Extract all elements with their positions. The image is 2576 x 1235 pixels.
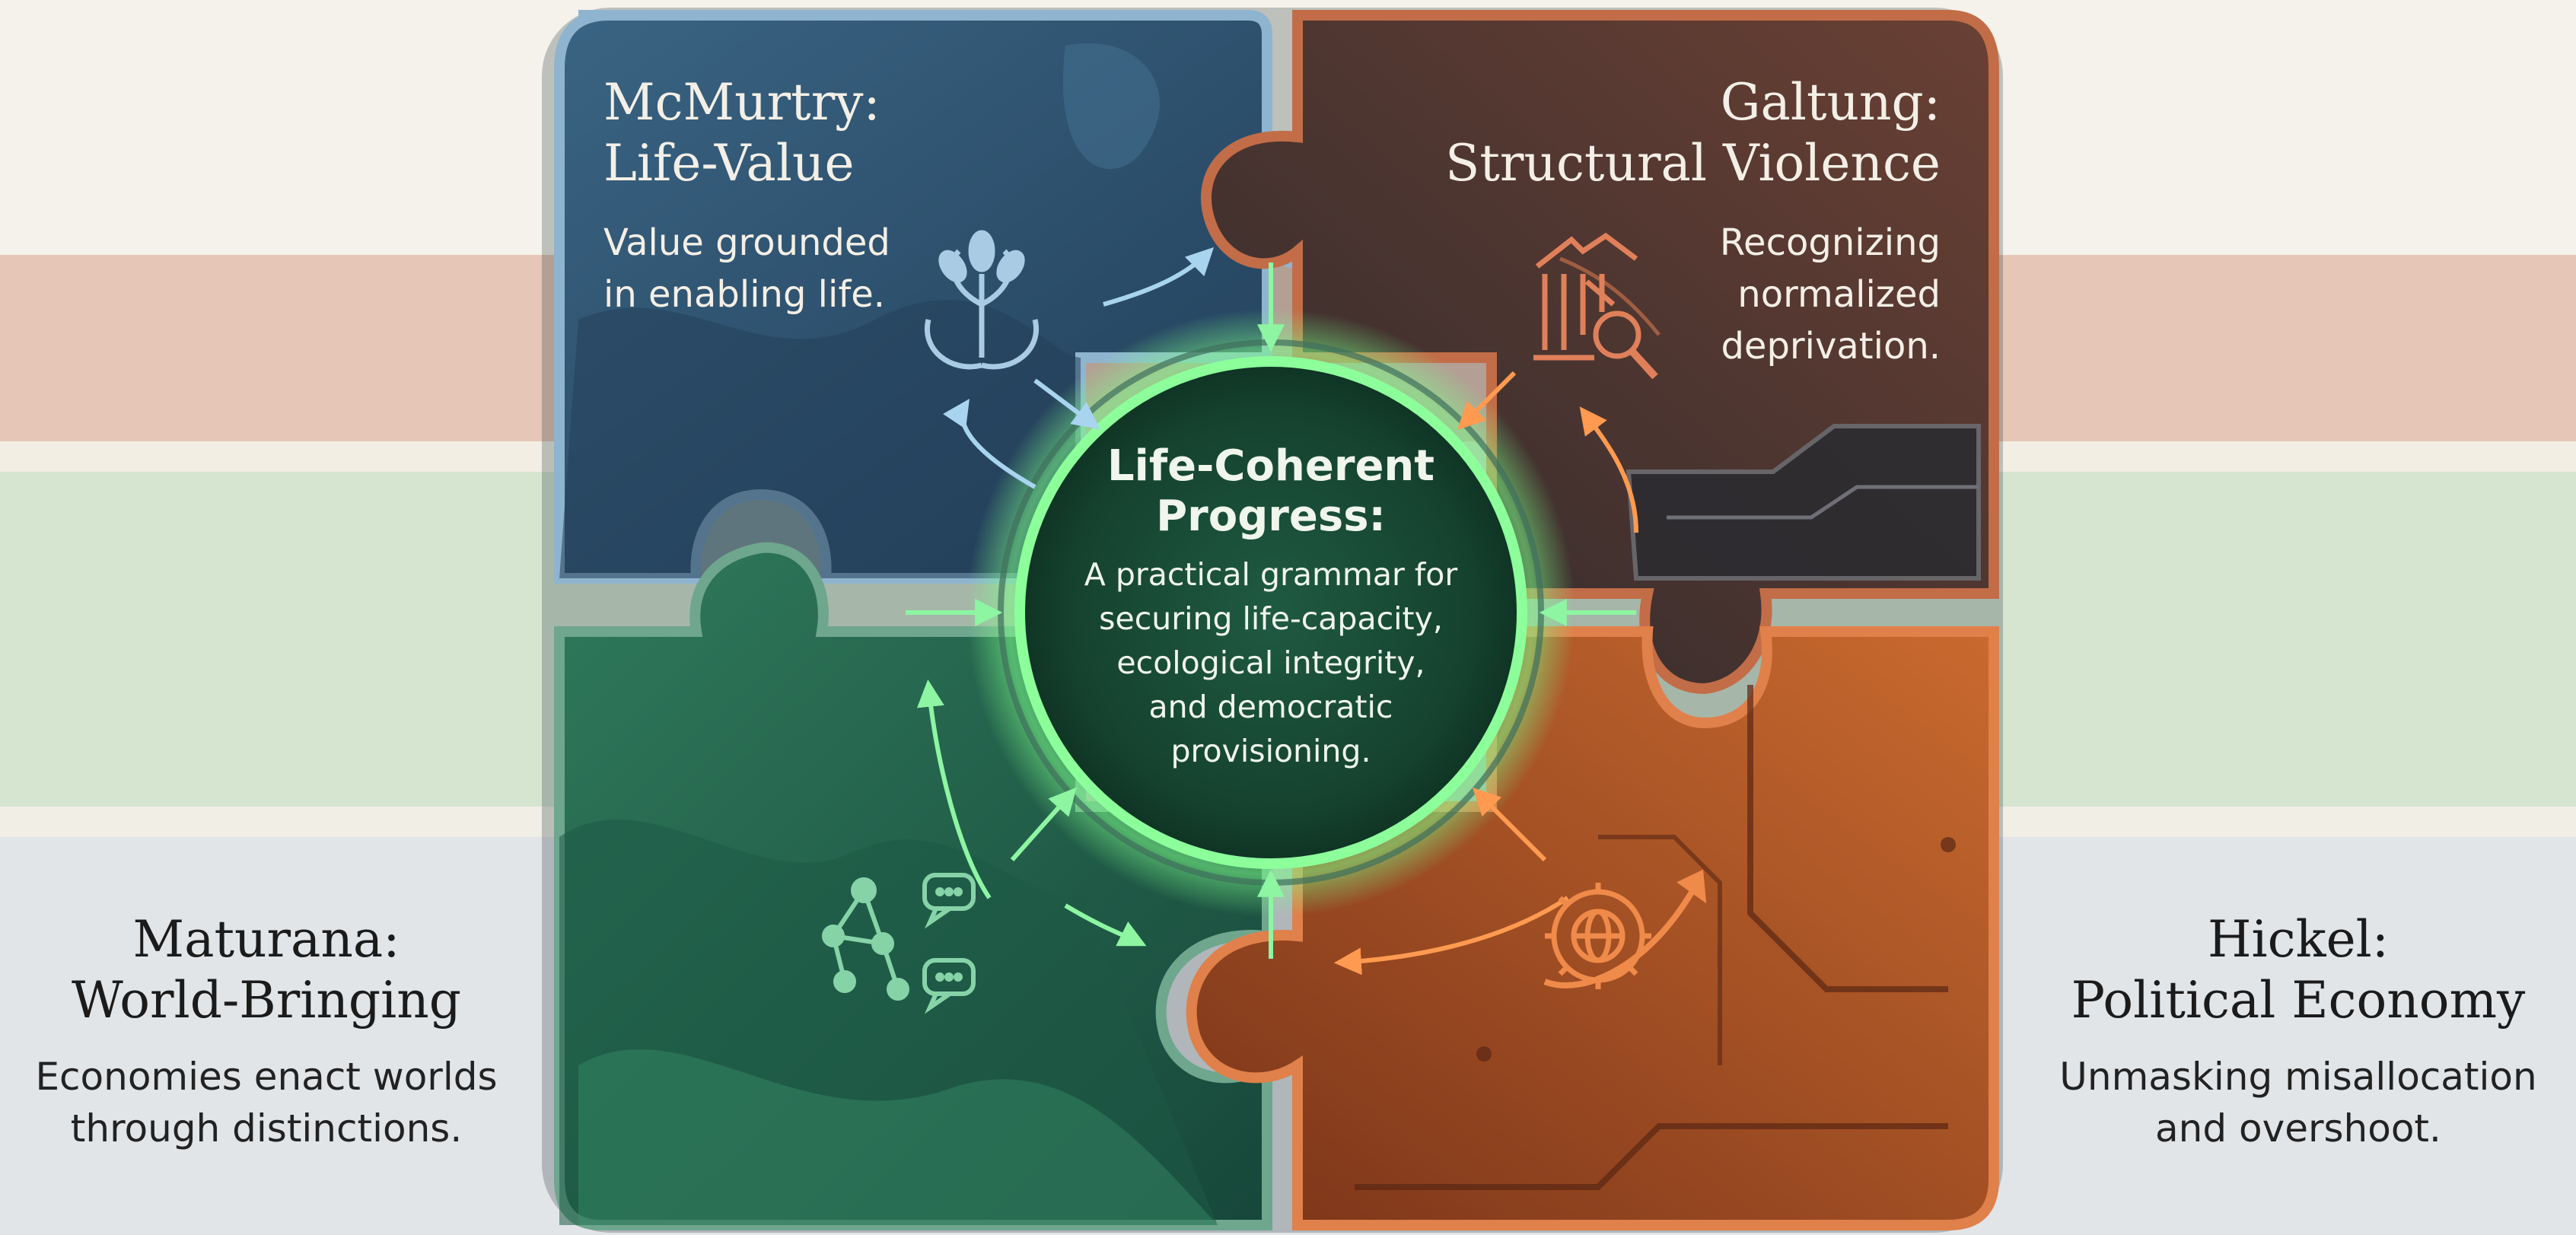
maturana-desc-line1: Economies enact worlds [35,1055,498,1099]
tree-hands-icon [925,230,1039,370]
broken-building-magnifier-icon [1533,232,1658,380]
galtung-title-line2: Structural Violence [1445,134,1941,193]
flow-arrows [916,247,1661,976]
piece-mcmurtry [554,10,1364,584]
galtung-desc-line1: Recognizing [1719,221,1941,264]
center-title-line2: Progress: [1156,492,1386,541]
maturana-label: Maturana: World-Bringing Economies enact… [0,909,533,1154]
hickel-title-line1: Hickel: [2207,910,2390,969]
center-title-line1: Life-Coherent [1107,441,1435,491]
center-desc-line: ecological integrity, [1116,645,1425,681]
mcmurtry-desc-line2: in enabling life. [603,273,886,316]
hickel-desc-line1: Unmasking misallocation [2059,1055,2537,1099]
maturana-title-line1: Maturana: [132,910,400,969]
mcmurtry-text: McMurtry: Life-Value Value grounded in e… [603,72,890,320]
center-desc-line: and democratic [1148,689,1393,725]
hickel-label: Hickel: Political Economy Unmasking misa… [2024,909,2572,1154]
galtung-desc-line2: normalized [1737,273,1941,316]
maturana-title-line2: World-Bringing [71,971,462,1030]
gear-globe-arrow-icon [1543,869,1707,989]
hickel-title-line2: Political Economy [2071,971,2526,1030]
piece-hickel [1186,626,1999,1230]
mcmurtry-title-line2: Life-Value [603,134,855,193]
galtung-desc-line3: deprivation. [1721,325,1941,368]
hickel-desc-line2: and overshoot. [2155,1106,2441,1151]
center-circle [1014,356,1527,869]
center-text: Life-Coherent Progress: A practical gram… [1043,441,1499,773]
galtung-text: Galtung: Structural Violence Recognizing… [1445,72,1941,372]
center-desc-line: securing life-capacity, [1099,600,1443,637]
maturana-desc-line2: through distinctions. [70,1106,463,1151]
piece-maturana [554,542,1272,1230]
galtung-title-line1: Galtung: [1720,73,1941,132]
mcmurtry-desc-line1: Value grounded [603,221,890,264]
mcmurtry-title-line1: McMurtry: [603,73,880,132]
center-desc-line: provisioning. [1170,733,1371,769]
inward-arrows [906,263,1636,959]
network-speech-icon [822,873,976,1014]
center-desc-line: A practical grammar for [1084,556,1458,593]
